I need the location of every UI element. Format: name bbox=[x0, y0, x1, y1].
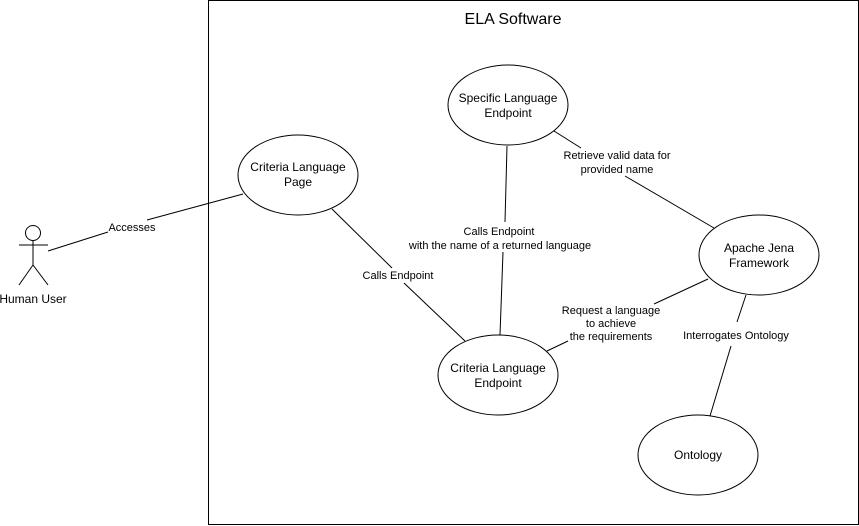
association-label: Calls Endpoint bbox=[363, 270, 434, 282]
use-case-label: Criteria Language bbox=[250, 160, 346, 174]
association-line-request bbox=[653, 278, 709, 305]
association-label: the requirements bbox=[570, 331, 653, 343]
use-case-label: Specific Language bbox=[459, 91, 558, 105]
use-case-label: Apache Jena bbox=[724, 241, 794, 255]
association-line-interrogates bbox=[736, 294, 747, 323]
association-line-request bbox=[546, 340, 569, 352]
association-label: Interrogates Ontology bbox=[683, 330, 789, 342]
use-case-criteria-language-page bbox=[237, 134, 359, 216]
actor-human-user bbox=[18, 225, 49, 286]
association-line-calls-endpoint bbox=[403, 282, 466, 342]
use-case-label: Endpoint bbox=[484, 106, 532, 120]
actor-label: Human User bbox=[0, 292, 67, 306]
association-line-calls-endpoint bbox=[331, 208, 393, 269]
association-line-accesses bbox=[146, 193, 244, 221]
use-case-ontology bbox=[637, 414, 759, 496]
use-case-label: Ontology bbox=[674, 448, 722, 462]
actor-head-icon bbox=[25, 225, 41, 241]
association-line-retrieve bbox=[624, 175, 715, 229]
association-label: with the name of a returned language bbox=[408, 240, 591, 252]
association-line-calls-specific bbox=[499, 251, 504, 336]
use-case-specific-language-endpoint bbox=[447, 64, 569, 146]
use-case-apache-jena-framework bbox=[698, 214, 820, 296]
association-label: Request a language bbox=[562, 305, 660, 317]
association-label: Calls Endpoint bbox=[464, 226, 535, 238]
use-case-label: Criteria Language bbox=[450, 361, 546, 375]
association-label: to achieve bbox=[586, 318, 636, 330]
use-case-label: Framework bbox=[729, 256, 790, 270]
association-label: provided name bbox=[581, 164, 654, 176]
use-case-label: Page bbox=[284, 175, 312, 189]
system-title: ELA Software bbox=[465, 11, 562, 28]
association-line-calls-specific bbox=[504, 145, 508, 223]
association-line-interrogates bbox=[709, 345, 732, 417]
association-line-retrieve bbox=[553, 130, 582, 149]
association-label: Retrieve valid data for bbox=[564, 150, 671, 162]
use-case-label: Endpoint bbox=[474, 376, 522, 390]
association-line-accesses bbox=[47, 231, 109, 252]
association-label: Accesses bbox=[108, 222, 156, 234]
use-case-criteria-language-endpoint bbox=[437, 334, 559, 416]
